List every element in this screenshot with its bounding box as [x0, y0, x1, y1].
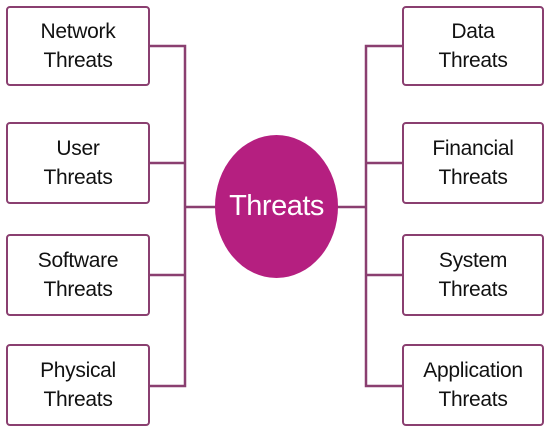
user-threats-node: User Threats — [6, 122, 150, 204]
system-threats-label: System Threats — [438, 249, 508, 301]
application-threats-node: Application Threats — [402, 344, 544, 426]
software-threats-node: Software Threats — [6, 234, 150, 316]
network-threats-node: Network Threats — [6, 6, 150, 86]
application-threats-label: Application Threats — [423, 359, 523, 411]
data-threats-label: Data Threats — [438, 20, 508, 72]
central-threats-node: Threats — [215, 135, 338, 278]
physical-threats-label: Physical Threats — [40, 359, 116, 411]
left-trunk-line — [150, 44, 187, 388]
right-trunk-line — [364, 44, 402, 388]
software-threats-label: Software Threats — [37, 249, 119, 301]
physical-threats-node: Physical Threats — [6, 344, 150, 426]
data-threats-node: Data Threats — [402, 6, 544, 86]
network-threats-label: Network Threats — [40, 20, 116, 72]
system-threats-node: System Threats — [402, 234, 544, 316]
financial-threats-label: Financial Threats — [432, 137, 514, 189]
financial-threats-node: Financial Threats — [402, 122, 544, 204]
user-threats-label: User Threats — [43, 137, 113, 189]
central-label: Threats — [229, 190, 324, 222]
